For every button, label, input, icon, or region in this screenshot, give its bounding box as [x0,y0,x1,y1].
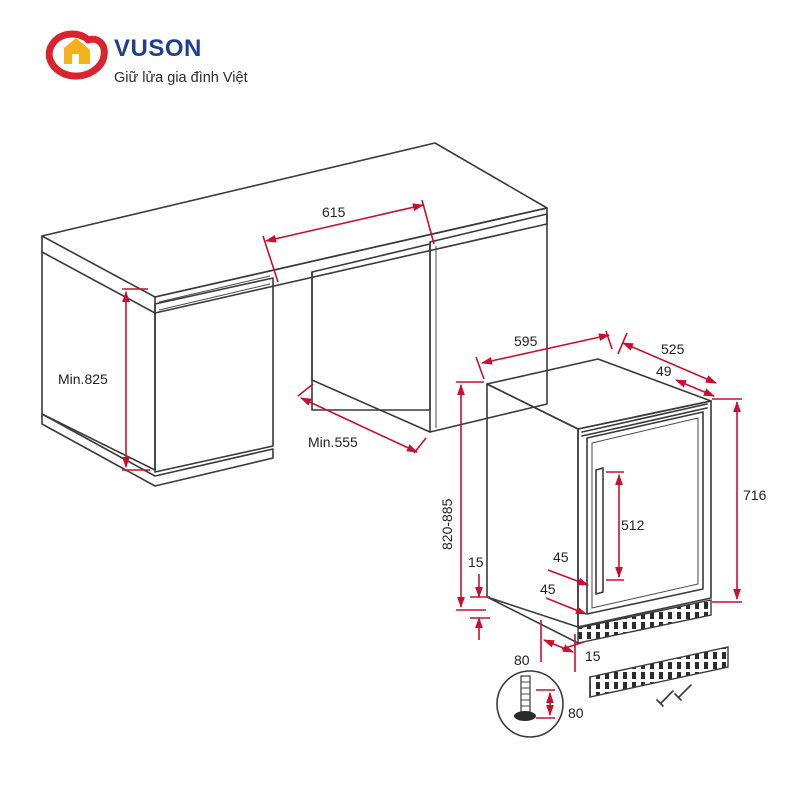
house-heart-icon [45,30,108,80]
depth-label: 525 [661,341,685,357]
left-cabinet-front [154,277,274,473]
right-cabinet-front [429,213,548,433]
door-offset-label: 49 [656,363,672,379]
screw-icon [674,684,692,701]
door-glass [586,411,704,615]
opening-width-label: 615 [322,204,346,220]
base-height-label: 15 [468,554,484,570]
appliance-front-frame [577,400,712,628]
plinth-panel [589,646,729,707]
body-height-label: 716 [743,487,767,503]
recess-back-panel [311,243,431,411]
foot-pad [514,711,536,721]
min-depth-label: Min.555 [308,434,358,450]
left-cabinet-side [41,251,156,471]
plinth-depth-dimension [542,639,575,653]
door-gap-bottom-label: 45 [540,581,556,597]
brand-name: VUSON [114,35,202,62]
door-gap-top-label: 45 [553,549,569,565]
width-dimension [480,333,611,365]
depth-dimension [621,342,718,384]
door-offset-dimension [674,379,716,397]
door-gap-top-dimension [547,569,590,586]
total-height-label: 820-885 [439,498,455,550]
foot-height-label: 80 [568,705,584,721]
screw-icon [656,690,674,707]
adjustable-foot-detail: 80 [496,670,584,738]
countertop-top [41,142,548,298]
min-depth-dimension [299,397,419,453]
opening-width-dimension [264,203,425,243]
handle-length-label: 512 [621,517,645,533]
plinth-gap-label: 15 [585,648,601,664]
cabinet-dimensions: 615 Min.825 Min.555 [58,199,435,471]
kitchen-cabinet [41,142,548,487]
brand-tagline: Giữ lửa gia đình Việt [114,70,248,86]
min-height-label: Min.825 [58,371,108,387]
door-gap-bottom-dimension [545,597,588,615]
bottom-vent-grille [577,599,712,644]
wine-cooler-appliance [486,358,712,644]
plinth-vent-panel [589,646,729,698]
brand-logo: VUSON Giữ lửa gia đình Việt [45,30,248,86]
appliance-dimensions: 595 525 49 716 820-885 15 512 45 45 [439,330,767,672]
width-label: 595 [514,333,538,349]
left-cabinet-base [41,413,274,487]
door-handle [595,467,604,595]
plinth-depth-label: 80 [514,652,530,668]
appliance-side [486,383,579,628]
